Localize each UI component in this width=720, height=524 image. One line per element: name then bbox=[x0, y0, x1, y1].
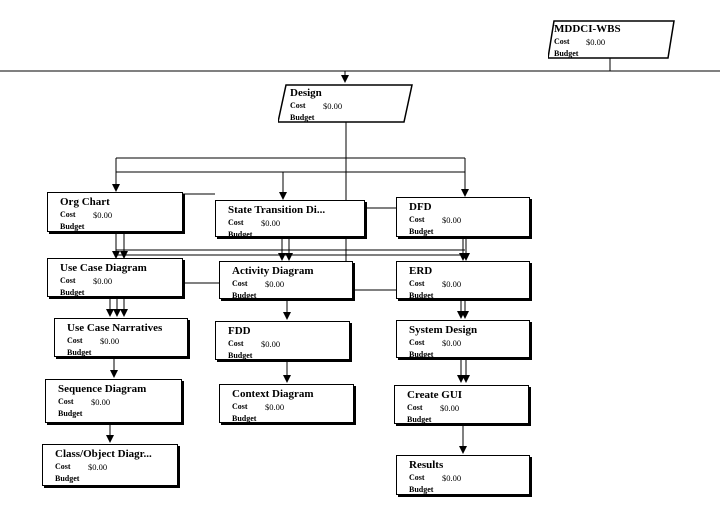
cost-label: Cost bbox=[55, 462, 71, 471]
node-title: DFD bbox=[409, 201, 432, 213]
cost-value: $0.00 bbox=[88, 462, 108, 472]
parallelogram-shape bbox=[548, 20, 675, 59]
node-title: State Transition Di... bbox=[228, 204, 326, 216]
node-sequence-diagram[interactable]: Sequence Diagram Cost $0.00 Budget bbox=[45, 379, 182, 423]
node-activity-diagram[interactable]: Activity Diagram Cost $0.00 Budget bbox=[219, 261, 353, 300]
node-title: Sequence Diagram bbox=[58, 383, 147, 395]
cost-label: Cost bbox=[60, 210, 76, 219]
cost-label: Cost bbox=[232, 402, 248, 411]
cost-label: Cost bbox=[290, 101, 306, 110]
node-title: Design bbox=[290, 87, 322, 99]
budget-label: Budget bbox=[67, 348, 92, 357]
cost-value: $0.00 bbox=[440, 403, 460, 413]
budget-label: Budget bbox=[55, 474, 80, 483]
budget-label: Budget bbox=[60, 222, 85, 231]
node-title: Context Diagram bbox=[232, 388, 314, 400]
cost-value: $0.00 bbox=[261, 218, 281, 228]
cost-label: Cost bbox=[409, 279, 425, 288]
budget-label: Budget bbox=[228, 230, 253, 239]
budget-label: Budget bbox=[228, 351, 253, 360]
node-design[interactable]: Design Cost $0.00 Budget bbox=[278, 84, 414, 124]
node-use-case-narratives[interactable]: Use Case Narratives Cost $0.00 Budget bbox=[54, 318, 188, 357]
node-title: Results bbox=[409, 459, 444, 471]
budget-label: Budget bbox=[409, 485, 434, 494]
cost-value: $0.00 bbox=[586, 37, 606, 47]
cost-value: $0.00 bbox=[323, 101, 343, 111]
node-use-case-diagram[interactable]: Use Case Diagram Cost $0.00 Budget bbox=[47, 258, 183, 297]
cost-label: Cost bbox=[58, 397, 74, 406]
cost-label: Cost bbox=[409, 215, 425, 224]
node-title: Use Case Narratives bbox=[67, 322, 163, 334]
cost-value: $0.00 bbox=[442, 338, 462, 348]
cost-label: Cost bbox=[409, 338, 425, 347]
budget-label: Budget bbox=[232, 414, 257, 423]
cost-value: $0.00 bbox=[93, 210, 113, 220]
node-fdd[interactable]: FDD Cost $0.00 Budget bbox=[215, 321, 350, 360]
node-create-gui[interactable]: Create GUI Cost $0.00 Budget bbox=[394, 385, 529, 424]
node-results[interactable]: Results Cost $0.00 Budget bbox=[396, 455, 530, 495]
budget-label: Budget bbox=[58, 409, 83, 418]
node-org-chart[interactable]: Org Chart Cost $0.00 Budget bbox=[47, 192, 183, 232]
budget-label: Budget bbox=[290, 113, 315, 122]
node-title: Org Chart bbox=[60, 196, 110, 208]
cost-label: Cost bbox=[228, 339, 244, 348]
node-state-transition[interactable]: State Transition Di... Cost $0.00 Budget bbox=[215, 200, 365, 239]
node-title: Activity Diagram bbox=[232, 265, 314, 277]
cost-label: Cost bbox=[409, 473, 425, 482]
budget-label: Budget bbox=[409, 291, 434, 300]
cost-value: $0.00 bbox=[442, 473, 462, 483]
cost-label: Cost bbox=[407, 403, 423, 412]
node-title: Class/Object Diagr... bbox=[55, 448, 152, 460]
node-title: ERD bbox=[409, 265, 433, 277]
cost-label: Cost bbox=[228, 218, 244, 227]
cost-value: $0.00 bbox=[265, 402, 285, 412]
node-title: FDD bbox=[228, 325, 251, 337]
cost-label: Cost bbox=[232, 279, 248, 288]
node-title: MDDCI-WBS bbox=[554, 23, 621, 35]
node-class-object-diagram[interactable]: Class/Object Diagr... Cost $0.00 Budget bbox=[42, 444, 178, 486]
cost-value: $0.00 bbox=[261, 339, 281, 349]
node-erd[interactable]: ERD Cost $0.00 Budget bbox=[396, 261, 530, 300]
parallelogram-shape bbox=[278, 84, 413, 123]
cost-value: $0.00 bbox=[265, 279, 285, 289]
budget-label: Budget bbox=[409, 227, 434, 236]
budget-label: Budget bbox=[232, 291, 257, 300]
node-dfd[interactable]: DFD Cost $0.00 Budget bbox=[396, 197, 530, 237]
cost-value: $0.00 bbox=[93, 276, 113, 286]
cost-value: $0.00 bbox=[442, 279, 462, 289]
node-system-design[interactable]: System Design Cost $0.00 Budget bbox=[396, 320, 530, 359]
node-mddci-wbs[interactable]: MDDCI-WBS Cost $0.00 Budget bbox=[548, 20, 676, 60]
budget-label: Budget bbox=[60, 288, 85, 297]
node-context-diagram[interactable]: Context Diagram Cost $0.00 Budget bbox=[219, 384, 354, 423]
cost-label: Cost bbox=[67, 336, 83, 345]
node-title: Create GUI bbox=[407, 389, 463, 401]
cost-value: $0.00 bbox=[442, 215, 462, 225]
cost-value: $0.00 bbox=[91, 397, 111, 407]
budget-label: Budget bbox=[409, 350, 434, 359]
budget-label: Budget bbox=[554, 49, 579, 58]
cost-value: $0.00 bbox=[100, 336, 120, 346]
budget-label: Budget bbox=[407, 415, 432, 424]
node-title: Use Case Diagram bbox=[60, 262, 147, 274]
cost-label: Cost bbox=[60, 276, 76, 285]
node-title: System Design bbox=[409, 324, 478, 336]
cost-label: Cost bbox=[554, 37, 570, 46]
